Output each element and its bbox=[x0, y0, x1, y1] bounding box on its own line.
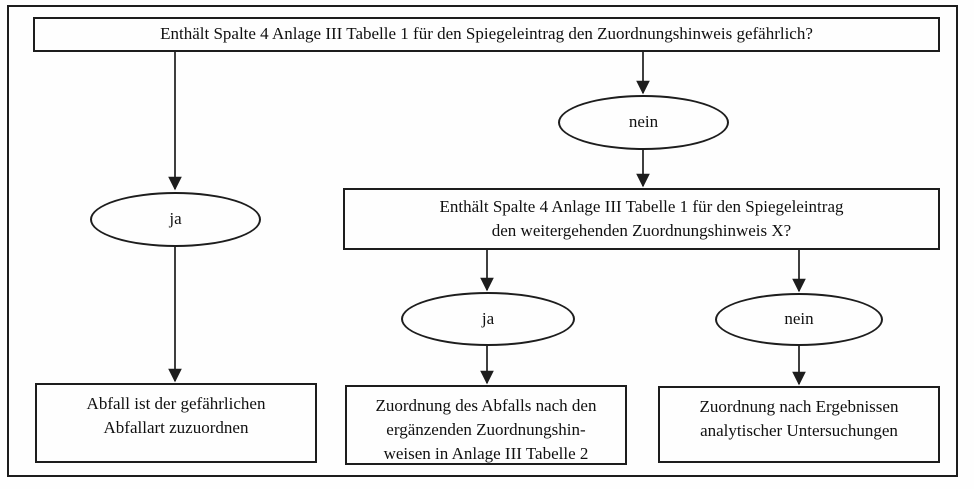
result-box-ergaenzende-zuordnungshinweise: Zuordnung des Abfalls nach den ergänzend… bbox=[345, 385, 627, 465]
decision-label: ja bbox=[169, 209, 182, 229]
diagram-outer-frame bbox=[7, 5, 958, 477]
result-box-label: Zuordnung nach Ergebnissen analytischer … bbox=[699, 397, 899, 441]
question-box-label: Enthält Spalte 4 Anlage III Tabelle 1 fü… bbox=[439, 196, 844, 240]
decision-ellipse-ja-2: ja bbox=[401, 292, 575, 346]
result-box-label: Zuordnung des Abfalls nach den ergänzend… bbox=[375, 396, 597, 464]
decision-label: ja bbox=[481, 308, 495, 328]
result-box-label: Abfall ist der gefährlichen Abfallart zu… bbox=[86, 394, 266, 438]
result-box-gefaehrliche-abfallart: Abfall ist der gefährlichen Abfallart zu… bbox=[35, 383, 317, 463]
result-box-analytische-untersuchungen: Zuordnung nach Ergebnissen analytischer … bbox=[658, 386, 940, 463]
decision-ellipse-nein-1: nein bbox=[558, 95, 729, 150]
question-box-label: Enthält Spalte 4 Anlage III Tabelle 1 fü… bbox=[160, 24, 813, 44]
decision-ellipse-ja-1: ja bbox=[90, 192, 261, 247]
decision-label: nein bbox=[628, 112, 659, 132]
question-box-spiegeleintrag-gefaehrlich: Enthält Spalte 4 Anlage III Tabelle 1 fü… bbox=[33, 17, 940, 52]
question-box-zuordnungshinweis-x: Enthält Spalte 4 Anlage III Tabelle 1 fü… bbox=[343, 188, 940, 250]
decision-ellipse-nein-2: nein bbox=[715, 293, 883, 346]
decision-label: nein bbox=[784, 309, 814, 329]
